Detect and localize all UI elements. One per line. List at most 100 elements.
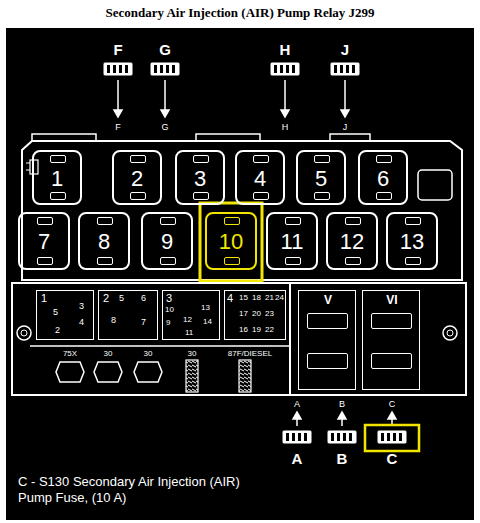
terminal-label: 30 — [187, 349, 198, 358]
connector: G — [148, 40, 182, 78]
relay-tab — [160, 217, 176, 225]
relay-tab — [37, 257, 53, 265]
pin-number: 6 — [141, 293, 146, 303]
relay-position: 12 — [326, 212, 378, 270]
block-number: 1 — [41, 292, 47, 304]
connector: B — [325, 428, 359, 468]
relay-position: 1 — [32, 150, 82, 205]
relay-tab — [345, 257, 361, 265]
connector-icon — [101, 60, 135, 78]
pin-number: 19 — [252, 325, 261, 334]
pin-number: 5 — [119, 293, 124, 303]
connector-icon — [148, 60, 182, 78]
pin-number: 9 — [166, 318, 170, 327]
diagram-title: Secondary Air Injection (AIR) Pump Relay… — [105, 5, 374, 21]
connector-icon — [325, 428, 359, 446]
fuse-relay-block: 415182124172023161922 — [224, 290, 286, 340]
pin-number: 5 — [53, 307, 58, 317]
connector-icon — [375, 428, 409, 446]
caption: C - S130 Secondary Air Injection (AIR) P… — [18, 474, 268, 506]
relay-position: 4 — [235, 150, 285, 205]
relay-tab — [193, 155, 209, 163]
relay-position: 5 — [296, 150, 346, 205]
relay-tab — [253, 155, 269, 163]
connector-icon — [268, 60, 302, 78]
relay-position: 2 — [112, 150, 162, 205]
relay-position: 9 — [141, 212, 193, 270]
relay-tab — [193, 192, 209, 200]
relay-tab — [376, 192, 392, 200]
relay-tab — [345, 217, 361, 225]
connector-position-letter: F — [114, 122, 122, 132]
relay-socket: VI — [362, 290, 420, 390]
pin-number: 10 — [165, 305, 174, 314]
relay-number: 10 — [219, 229, 243, 255]
relay-tab — [376, 155, 392, 163]
terminal-label: 75X — [62, 349, 78, 358]
fuse-relay-block: 310139121411 — [162, 290, 220, 340]
relay-number: 12 — [340, 229, 364, 255]
connector: H — [268, 40, 302, 78]
block-number: 4 — [227, 292, 233, 304]
pin-number: 13 — [201, 303, 210, 312]
socket-clip — [371, 313, 412, 329]
pin-number: 15 — [239, 293, 248, 302]
socket-clip — [371, 353, 412, 369]
relay-position: 8 — [78, 212, 130, 270]
connector-position-letter: A — [293, 399, 301, 409]
relay-tab — [160, 257, 176, 265]
connector-letter: G — [159, 41, 171, 58]
relay-tab — [253, 192, 269, 200]
relay-position: 6 — [358, 150, 408, 205]
relay-position: 11 — [266, 212, 318, 270]
relay-number: 2 — [131, 166, 143, 192]
relay-tab — [224, 257, 240, 265]
connector-icon — [328, 60, 362, 78]
pin-number: 22 — [265, 325, 274, 334]
relay-tab — [314, 192, 330, 200]
relay-number: 4 — [254, 166, 266, 192]
fuse-relay-block: 25687 — [98, 290, 158, 340]
relay-tab — [405, 217, 421, 225]
pin-number: 4 — [79, 317, 84, 327]
connector-letter: H — [280, 41, 291, 58]
relay-tab — [285, 257, 301, 265]
pin-number: 24 — [275, 293, 284, 302]
connector-letter: F — [113, 41, 122, 58]
relay-tab — [50, 192, 66, 200]
socket-numeral: VI — [386, 293, 397, 307]
block-number: 2 — [103, 292, 109, 304]
relay-position: 10 — [205, 212, 257, 270]
relay-number: 9 — [161, 229, 173, 255]
connector-letter: C — [387, 450, 398, 467]
block-number: 3 — [166, 292, 172, 304]
relay-number: 1 — [51, 166, 63, 192]
pin-number: 17 — [239, 309, 248, 318]
connector: A — [280, 428, 314, 468]
relay-tab — [97, 257, 113, 265]
relay-position: 13 — [386, 212, 438, 270]
connector-position-letter: C — [388, 399, 397, 409]
pin-number: 21 — [265, 293, 274, 302]
relay-tab — [285, 217, 301, 225]
pin-number: 2 — [55, 325, 60, 335]
connector: J — [328, 40, 362, 78]
relay-number: 8 — [98, 229, 110, 255]
relay-tab — [50, 155, 66, 163]
pin-number: 18 — [252, 293, 261, 302]
connector-position-letter: J — [342, 122, 349, 132]
socket-numeral: V — [324, 293, 332, 307]
terminal-label: 30 — [103, 349, 114, 358]
relay-tab — [314, 155, 330, 163]
terminal-label: 30 — [143, 349, 154, 358]
connector-letter: J — [341, 41, 349, 58]
relay-number: 13 — [400, 229, 424, 255]
connector-position-letter: B — [338, 399, 346, 409]
socket-clip — [307, 353, 348, 369]
pin-number: 3 — [79, 301, 84, 311]
connector-letter: A — [292, 450, 303, 467]
relay-tab — [37, 217, 53, 225]
pin-number: 16 — [239, 325, 248, 334]
socket-clip — [307, 313, 348, 329]
